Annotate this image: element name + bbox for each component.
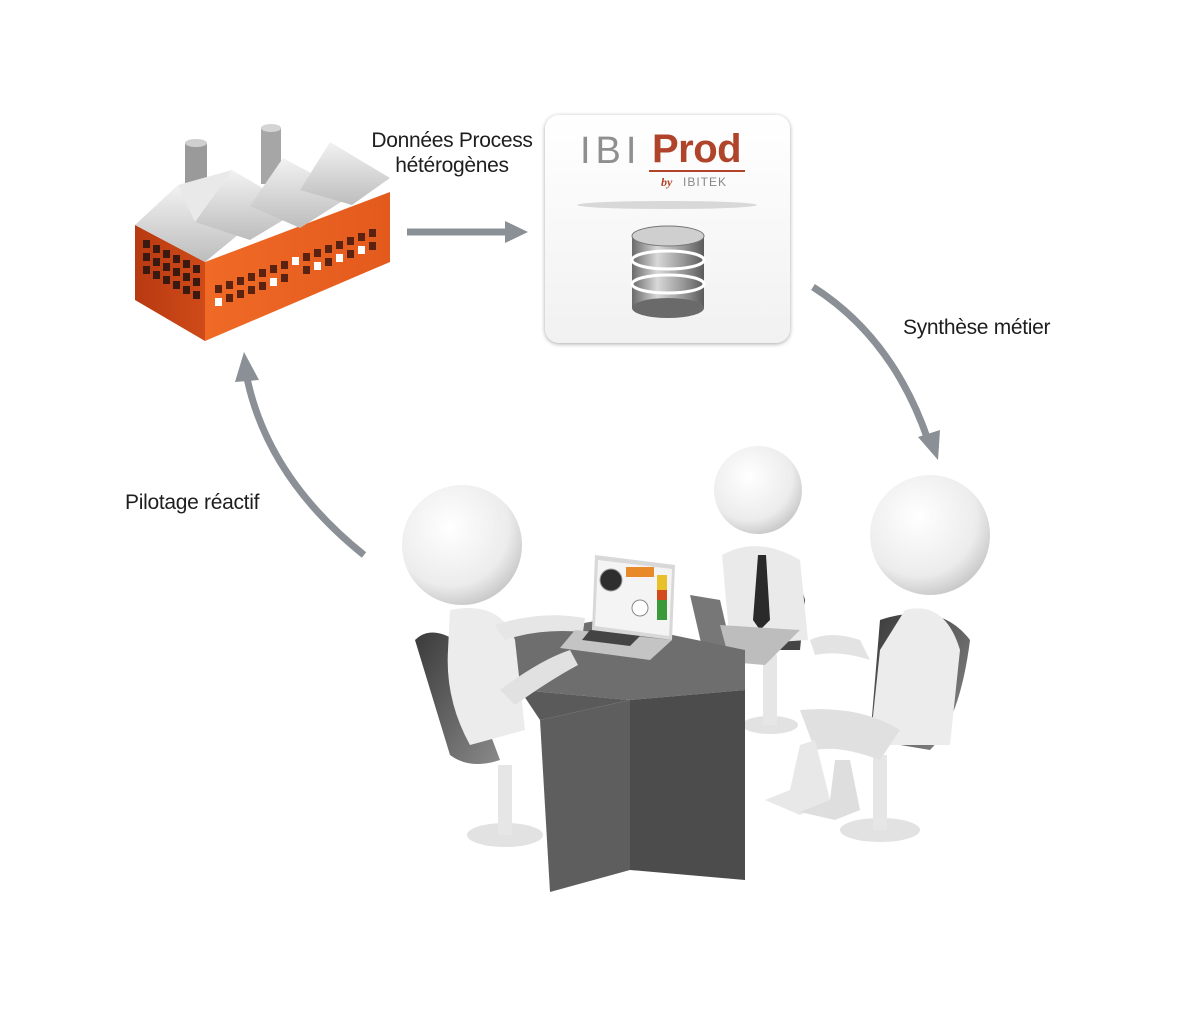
- arrow-right: [407, 221, 528, 243]
- laptop-dashboard-icon: [560, 555, 675, 660]
- arrow-curve-up: [235, 352, 367, 558]
- logo-prod-text: Prod: [652, 127, 742, 171]
- logo-ibi-text: IBI: [580, 130, 642, 172]
- logo-ibitek-text: IBITEK: [683, 175, 728, 189]
- label-donnees-process: Données Process hétérogènes: [371, 129, 533, 177]
- label-synthese-metier: Synthèse métier: [903, 316, 1051, 339]
- arrow-curve-down: [811, 284, 940, 460]
- label-pilotage-reactif: Pilotage réactif: [125, 491, 260, 514]
- factory-icon: [135, 124, 390, 341]
- people-meeting-icon: [402, 446, 990, 892]
- logo-by-text: by: [661, 175, 673, 189]
